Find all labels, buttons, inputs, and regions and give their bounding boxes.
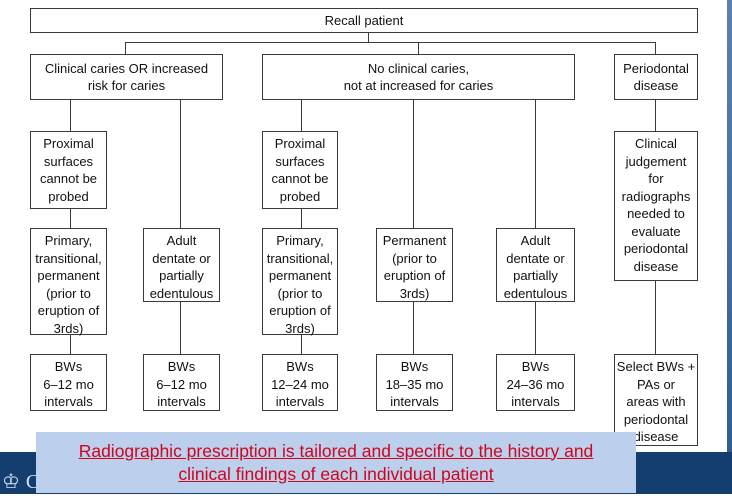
bws-interval-box-1: BWs 6–12 mo intervals (30, 354, 107, 411)
connector-line (535, 301, 536, 354)
proximal-surfaces-box-1: Proximal surfaces cannot be probed (30, 131, 107, 209)
connector-line (180, 100, 181, 228)
primary-transitional-box-2: Primary, transitional, permanent (prior … (262, 228, 338, 336)
clinical-judgement-box: Clinical judgement for radiographs neede… (614, 131, 698, 281)
footer-logo-text: ♔ C (2, 471, 40, 493)
connector-line (125, 42, 126, 54)
primary-transitional-label-2: Primary, transitional, permanent (prior … (266, 233, 334, 336)
no-caries-label: No clinical caries, not at increased for… (343, 60, 494, 94)
connector-line (413, 100, 414, 228)
proximal-surfaces-box-2: Proximal surfaces cannot be probed (262, 131, 338, 209)
select-bws-pas-label: Select BWs + PAs or areas with periodont… (616, 359, 696, 444)
caption-box: Radiographic prescription is tailored an… (36, 432, 636, 493)
bws-interval-label-2: BWs 6–12 mo intervals (156, 359, 207, 409)
bws-interval-label-5: BWs 24–36 mo intervals (506, 359, 565, 409)
adult-dentate-box-1: Adult dentate or partially edentulous (143, 228, 220, 302)
adult-dentate-label-1: Adult dentate or partially edentulous (149, 233, 214, 301)
bws-interval-box-2: BWs 6–12 mo intervals (143, 354, 220, 411)
permanent-box: Permanent (prior to eruption of 3rds) (376, 228, 453, 302)
clinical-judgement-label: Clinical judgement for radiographs neede… (621, 136, 691, 274)
connector-line (70, 100, 71, 131)
bws-interval-box-3: BWs 12–24 mo intervals (262, 354, 338, 411)
caption-line-1: Radiographic prescription is tailored an… (78, 440, 594, 461)
no-caries-box: No clinical caries, not at increased for… (262, 54, 575, 100)
connector-line (655, 42, 656, 54)
connector-line (655, 100, 656, 131)
bws-interval-box-4: BWs 18–35 mo intervals (376, 354, 453, 411)
connector-line (70, 334, 71, 354)
primary-transitional-box-1: Primary, transitional, permanent (prior … (30, 228, 107, 336)
bws-interval-label-4: BWs 18–35 mo intervals (385, 359, 444, 409)
connector-line (655, 280, 656, 354)
connector-line (301, 100, 302, 131)
connector-line (535, 100, 536, 228)
adult-dentate-box-2: Adult dentate or partially edentulous (496, 228, 575, 302)
connector-line (70, 208, 71, 228)
caries-risk-label: Clinical caries OR increased risk for ca… (44, 60, 209, 94)
bws-interval-box-5: BWs 24–36 mo intervals (496, 354, 575, 411)
connector-line (301, 208, 302, 228)
connector-line (368, 32, 369, 42)
recall-patient-box: Recall patient (30, 8, 698, 33)
connector-line (180, 301, 181, 354)
periodontal-disease-label: Periodontal disease (623, 60, 689, 94)
bws-interval-label-3: BWs 12–24 mo intervals (271, 359, 329, 409)
adult-dentate-label-2: Adult dentate or partially edentulous (503, 233, 568, 301)
bws-interval-label-1: BWs 6–12 mo intervals (43, 359, 94, 409)
proximal-surfaces-label-1: Proximal surfaces cannot be probed (39, 136, 98, 204)
connector-line (301, 334, 302, 354)
connector-line (418, 42, 419, 54)
connector-line (413, 301, 414, 354)
caries-risk-box: Clinical caries OR increased risk for ca… (30, 54, 223, 100)
permanent-label: Permanent (prior to eruption of 3rds) (382, 233, 447, 301)
primary-transitional-label-1: Primary, transitional, permanent (prior … (35, 233, 102, 336)
connector-line (125, 42, 656, 43)
recall-patient-label: Recall patient (324, 12, 404, 28)
caption-line-2: clinical findings of each individual pat… (178, 463, 494, 484)
periodontal-disease-box: Periodontal disease (614, 54, 698, 100)
select-bws-pas-box: Select BWs + PAs or areas with periodont… (614, 354, 698, 446)
proximal-surfaces-label-2: Proximal surfaces cannot be probed (271, 136, 329, 204)
slide-accent-bar (727, 0, 732, 494)
